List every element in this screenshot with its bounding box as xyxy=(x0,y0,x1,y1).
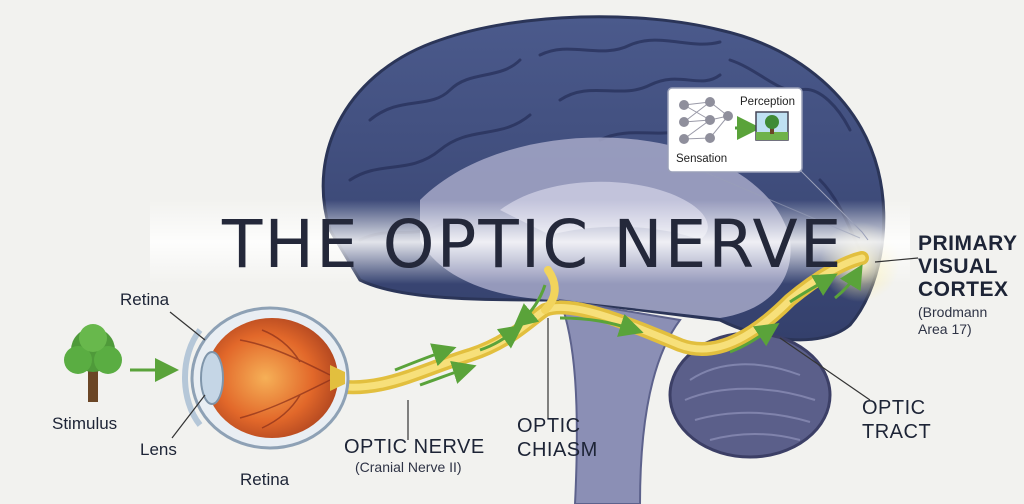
label-optic-chiasm: OPTIC CHIASM xyxy=(517,414,598,462)
arrow-tract-1 xyxy=(729,323,780,354)
label-brodmann-line1: (Brodmann xyxy=(918,304,988,320)
cerebellum xyxy=(668,331,832,459)
label-optic-chiasm-line2: CHIASM xyxy=(517,439,598,461)
arrow-nerve-3 xyxy=(479,324,524,352)
tree-picture-icon xyxy=(755,111,789,141)
perception-inset xyxy=(667,87,869,241)
arrow-chiasm-down xyxy=(513,284,547,328)
label-primary-visual-cortex: PRIMARY VISUAL CORTEX xyxy=(918,232,1018,301)
neural-network-icon xyxy=(679,97,733,144)
label-retina-bottom: Retina xyxy=(240,470,290,489)
page-title: THE OPTIC NERVE xyxy=(222,206,844,283)
inset-label-sensation: Sensation xyxy=(676,153,728,165)
label-optic-nerve-sub: (Cranial Nerve II) xyxy=(355,459,462,475)
label-cortex-line1: PRIMARY xyxy=(918,232,1018,255)
brain-folds xyxy=(348,38,862,252)
cornea xyxy=(182,328,203,427)
label-optic-chiasm-line1: OPTIC xyxy=(517,415,581,437)
brainstem xyxy=(558,298,682,504)
label-cortex-line3: CORTEX xyxy=(918,278,1009,301)
label-brodmann-line2: Area 17) xyxy=(918,321,972,337)
retinal-vessels xyxy=(239,329,331,429)
arrow-cortex xyxy=(834,264,863,300)
arrow-nerve-1 xyxy=(394,343,457,372)
inset-label-perception: Perception xyxy=(740,96,795,108)
title-band xyxy=(150,200,910,284)
label-optic-nerve: OPTIC NERVE xyxy=(344,436,485,458)
arrow-nerve-2 xyxy=(419,360,477,387)
label-optic-tract-line2: TRACT xyxy=(862,421,932,443)
leader-lines xyxy=(169,257,919,440)
signal-arrows xyxy=(130,264,863,387)
label-optic-tract: OPTIC TRACT xyxy=(862,396,931,444)
lens-shape xyxy=(200,351,224,405)
tree-icon xyxy=(64,324,122,402)
label-brodmann: (Brodmann Area 17) xyxy=(918,304,987,338)
arrow-tract-2 xyxy=(789,273,838,304)
label-stimulus: Stimulus xyxy=(52,414,118,433)
label-optic-tract-line1: OPTIC xyxy=(862,397,926,419)
label-cortex-line2: VISUAL xyxy=(918,255,999,278)
label-retina-top: Retina xyxy=(120,290,170,309)
arrow-chiasm-right xyxy=(559,314,644,337)
eye xyxy=(182,306,350,450)
label-lens: Lens xyxy=(140,440,177,459)
